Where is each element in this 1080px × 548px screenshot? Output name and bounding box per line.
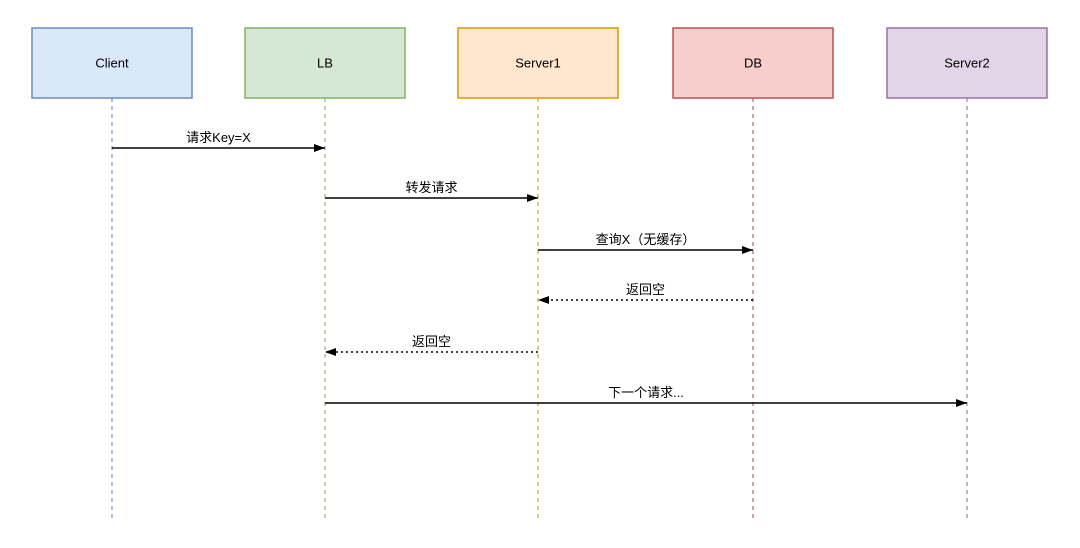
participant-box-db [672, 27, 834, 99]
participant-label-client: Client [95, 56, 129, 71]
participant-box-server1 [457, 27, 619, 99]
participant-box-lb [244, 27, 406, 99]
message-label-5: 下一个请求... [608, 385, 684, 400]
participant-label-lb: LB [317, 56, 333, 71]
message-label-3: 返回空 [626, 282, 665, 297]
message-label-1: 转发请求 [405, 180, 457, 195]
message-label-4: 返回空 [412, 334, 451, 349]
participant-label-server2: Server2 [944, 56, 990, 71]
participant-label-db: DB [744, 56, 762, 71]
participant-box-client [31, 27, 193, 99]
message-label-2: 查询X（无缓存） [596, 232, 696, 247]
participant-label-server1: Server1 [515, 56, 561, 71]
participant-box-server2 [886, 27, 1048, 99]
message-label-0: 请求Key=X [186, 130, 251, 145]
